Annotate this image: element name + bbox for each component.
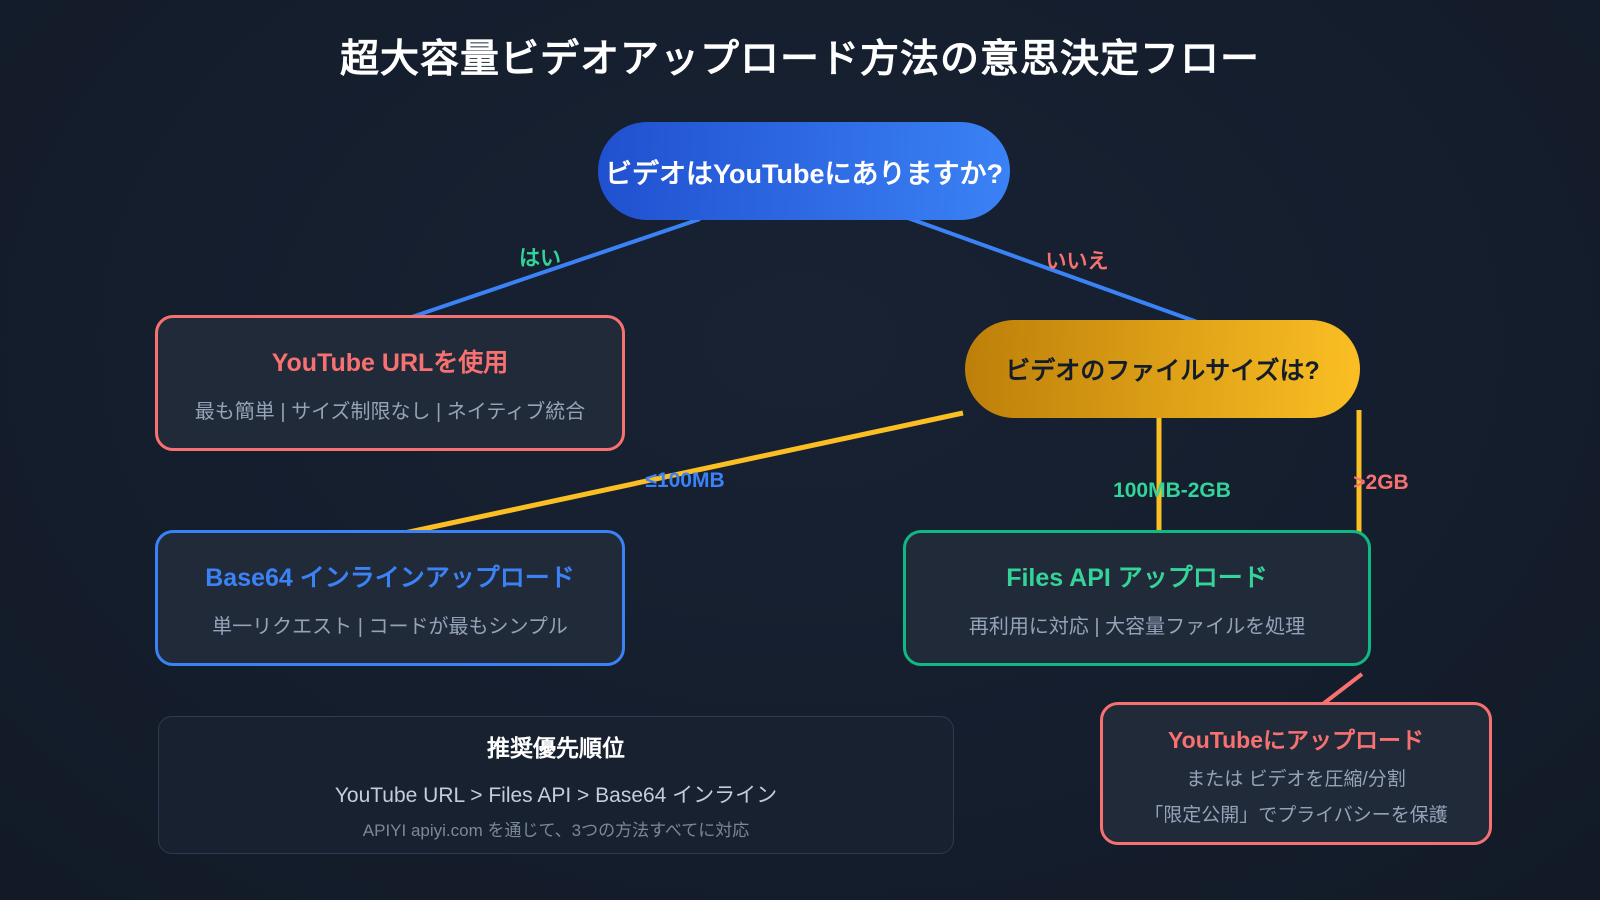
edge-yes-line xyxy=(405,217,701,321)
node-question-is-on-youtube: ビデオはYouTubeにありますか? xyxy=(598,122,1010,220)
node-question-file-size-label: ビデオのファイルサイズは? xyxy=(1005,357,1320,385)
node-question-file-size: ビデオのファイルサイズは? xyxy=(965,320,1360,418)
node-files-api-subtitle: 再利用に対応 | 大容量ファイルを処理 xyxy=(968,615,1306,638)
edge-label-small: ≤100MB xyxy=(645,469,725,492)
node-upload-to-youtube: YouTubeにアップロード または ビデオを圧縮/分割 「限定公開」でプライバ… xyxy=(1100,702,1492,845)
edge-label-no: いいえ xyxy=(1045,250,1109,273)
node-question-is-on-youtube-label: ビデオはYouTubeにありますか? xyxy=(605,158,1003,189)
recommendation-title: 推奨優先順位 xyxy=(487,735,625,761)
node-base64-inline-title: Base64 インラインアップロード xyxy=(205,563,575,592)
node-base64-inline: Base64 インラインアップロード 単一リクエスト | コードが最もシンプル xyxy=(155,530,625,666)
node-upload-to-youtube-line1: または ビデオを圧縮/分割 xyxy=(1186,768,1406,790)
node-youtube-url-subtitle: 最も簡単 | サイズ制限なし | ネイティブ統合 xyxy=(194,400,586,423)
edge-label-large: >2GB xyxy=(1353,471,1409,494)
node-files-api: Files API アップロード 再利用に対応 | 大容量ファイルを処理 xyxy=(903,530,1371,666)
node-base64-inline-subtitle: 単一リクエスト | コードが最もシンプル xyxy=(212,615,568,638)
recommendation-priority: YouTube URL > Files API > Base64 インライン xyxy=(334,784,778,807)
node-youtube-url: YouTube URLを使用 最も簡単 | サイズ制限なし | ネイティブ統合 xyxy=(155,315,625,451)
edge-label-medium: 100MB-2GB xyxy=(1113,479,1231,502)
node-files-api-title: Files API アップロード xyxy=(1006,563,1268,592)
node-upload-to-youtube-title: YouTubeにアップロード xyxy=(1168,726,1424,753)
node-youtube-url-title: YouTube URLを使用 xyxy=(271,348,509,377)
edge-no-line xyxy=(907,216,1201,325)
recommendation-panel: 推奨優先順位 YouTube URL > Files API > Base64 … xyxy=(158,716,954,854)
edge-label-yes: はい xyxy=(519,247,561,270)
page-title: 超大容量ビデオアップロード方法の意思決定フロー xyxy=(339,38,1260,81)
edge-small-line xyxy=(399,410,964,537)
recommendation-note: APIYI apiyi.com を通じて、3つの方法すべてに対応 xyxy=(362,821,750,840)
node-upload-to-youtube-line2: 「限定公開」でプライバシーを保護 xyxy=(1144,804,1448,826)
